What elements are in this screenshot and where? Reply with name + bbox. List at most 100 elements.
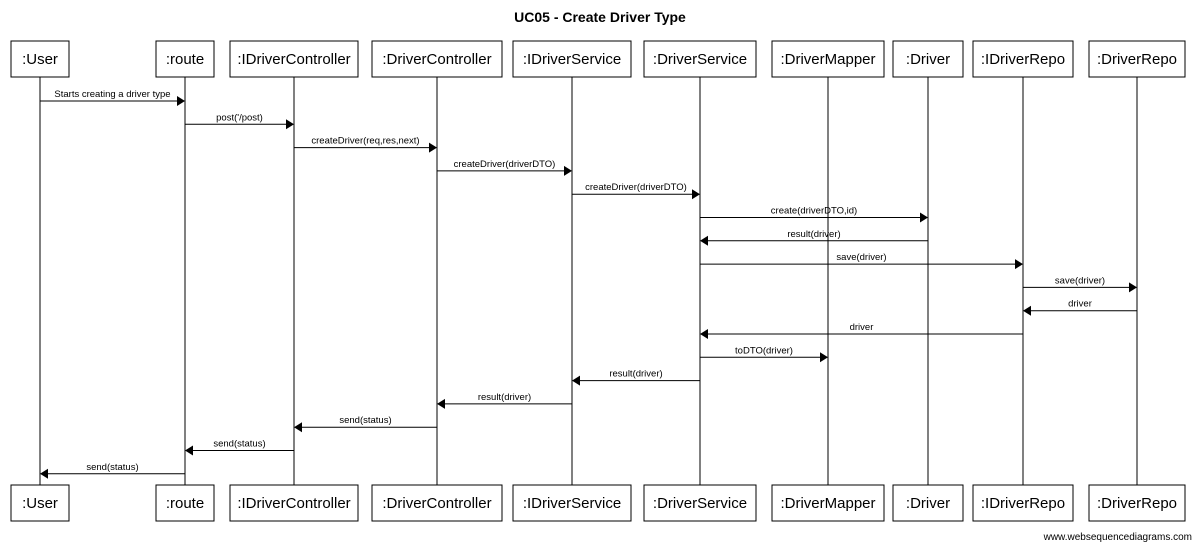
participant-rect [892,40,964,78]
arrow-head-icon [185,445,193,456]
participant-box-driver-bottom: :Driver [892,484,964,522]
arrow-head-icon [692,189,700,200]
message-16: send(status) [185,439,294,456]
message-9: save(driver) [1023,275,1137,293]
participant-rect [512,40,632,78]
participant-box-driverrepo-bottom: :DriverRepo [1088,484,1186,522]
participant-label: :DriverController [382,495,491,512]
arrow-head-icon [1129,282,1137,293]
participant-rect [643,40,757,78]
participant-label: :IDriverService [523,51,621,68]
message-17: send(status) [40,462,185,479]
message-label: createDriver(req,res,next) [311,136,419,147]
participant-label: :DriverRepo [1097,495,1177,512]
message-10: driver [1023,299,1137,316]
participant-rect [371,484,503,522]
arrow-head-icon [1023,305,1031,316]
participant-box-driverrepo-top: :DriverRepo [1088,40,1186,78]
lifelines [39,77,1138,485]
participant-box-idriverservice-top: :IDriverService [512,40,632,78]
message-12: toDTO(driver) [700,345,828,363]
participant-rect [892,484,964,522]
message-label: save(driver) [836,252,886,263]
arrow-head-icon [429,142,437,153]
arrow-head-icon [920,212,928,223]
participant-label: :IDriverService [523,495,621,512]
participant-rect [643,484,757,522]
participant-box-idriverrepo-top: :IDriverRepo [972,40,1074,78]
participant-box-user-top: :User [10,40,70,78]
participant-rect [771,40,885,78]
participant-box-idrivercontroller-bottom: :IDriverController [229,484,359,522]
participant-rect [229,484,359,522]
message-label: result(driver) [478,392,531,403]
participant-label: :Driver [906,495,950,512]
participant-rect [371,40,503,78]
message-2: post('/post) [185,112,294,130]
participant-box-driverservice-top: :DriverService [643,40,757,78]
participant-label: :DriverMapper [780,51,875,68]
arrow-head-icon [700,329,708,339]
arrow-head-icon [177,96,185,106]
message-label: result(driver) [609,369,662,380]
participant-label: :DriverService [653,51,747,68]
message-3: createDriver(req,res,next) [294,136,437,153]
participant-box-route-bottom: :route [155,484,215,522]
message-label: driver [1068,299,1092,310]
participants-top: :User :route :IDriverController :DriverCont… [10,40,1186,78]
participant-label: :IDriverRepo [981,495,1065,512]
message-6: create(driverDTO,id) [700,206,928,223]
watermark-text: www.websequencediagrams.com [1043,532,1192,543]
participant-box-driverservice-bottom: :DriverService [643,484,757,522]
arrow-head-icon [564,165,572,176]
participant-box-drivermapper-bottom: :DriverMapper [771,484,885,522]
participant-label: :DriverMapper [780,495,875,512]
participant-label: :IDriverController [237,51,350,68]
participant-label: :IDriverRepo [981,51,1065,68]
participant-label: :User [22,495,58,512]
arrow-head-icon [1015,259,1023,270]
message-11: driver [700,322,1023,339]
participant-box-drivercontroller-bottom: :DriverController [371,484,503,522]
message-1: Starts creating a driver type [40,89,185,106]
participant-label: :route [166,495,204,512]
messages: Starts creating a driver typepost('/post… [40,89,1137,479]
participant-rect [155,40,215,78]
message-15: send(status) [294,415,437,433]
arrow-head-icon [286,119,294,130]
participant-label: :IDriverController [237,495,350,512]
participant-box-user-bottom: :User [10,484,70,522]
participant-rect [10,40,70,78]
message-label: create(driverDTO,id) [771,206,857,217]
diagram-title: UC05 - Create Driver Type [514,9,686,25]
message-7: result(driver) [700,229,928,246]
message-label: send(status) [213,439,265,450]
arrow-head-icon [294,422,302,433]
participant-rect [10,484,70,522]
arrow-head-icon [572,375,580,386]
message-label: save(driver) [1055,275,1105,286]
arrow-head-icon [40,468,48,479]
participant-label: :DriverService [653,495,747,512]
message-4: createDriver(driverDTO) [437,159,572,176]
message-5: createDriver(driverDTO) [572,182,700,200]
participant-label: :Driver [906,51,950,68]
message-label: result(driver) [787,229,840,240]
arrow-head-icon [820,352,828,363]
participant-rect [972,484,1074,522]
participant-box-idriverrepo-bottom: :IDriverRepo [972,484,1074,522]
participant-rect [771,484,885,522]
participant-rect [155,484,215,522]
participant-box-idriverservice-bottom: :IDriverService [512,484,632,522]
participant-box-drivermapper-top: :DriverMapper [771,40,885,78]
participant-rect [229,40,359,78]
message-8: save(driver) [700,252,1023,270]
message-label: toDTO(driver) [735,345,793,356]
participants-bottom: :User :route :IDriverController :DriverCont… [10,484,1186,522]
participant-box-drivercontroller-top: :DriverController [371,40,503,78]
participant-label: :route [166,51,204,68]
participant-rect [512,484,632,522]
arrow-head-icon [700,235,708,246]
participant-label: :DriverController [382,51,491,68]
